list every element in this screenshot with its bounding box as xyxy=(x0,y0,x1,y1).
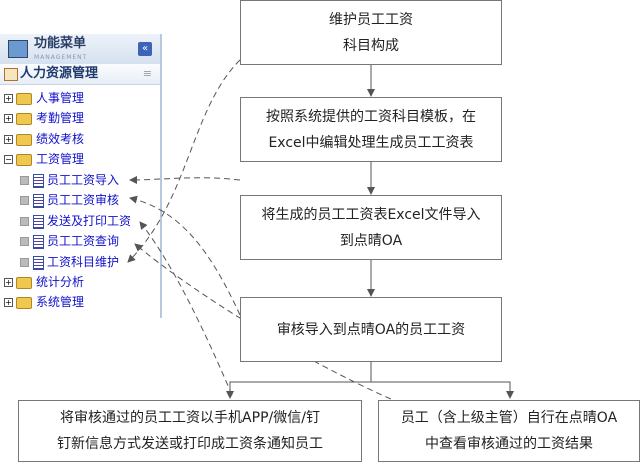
tree-item-salary-send-print[interactable]: 发送及打印工资 xyxy=(20,211,131,231)
tree-item-salary-import[interactable]: 员工工资导入 xyxy=(20,170,119,190)
expand-icon[interactable]: + xyxy=(4,298,13,307)
collapse-button[interactable]: « xyxy=(138,42,152,56)
folder-icon xyxy=(16,153,32,166)
tree-item-salary-review[interactable]: 员工工资审核 xyxy=(20,190,119,210)
section-hr-management[interactable]: 人力资源管理 ≡ xyxy=(0,64,160,85)
dashed-arrow-query xyxy=(134,243,401,404)
dashed-arrow-send xyxy=(139,221,233,396)
menu-icon xyxy=(8,40,28,58)
item-label: 绩效考核 xyxy=(36,132,85,146)
step-text: 维护员工工资 xyxy=(329,11,413,28)
tree-node-icon xyxy=(20,237,29,246)
folder-icon xyxy=(16,296,32,309)
step-text: 按照系统提供的工资科目模板，在 xyxy=(266,108,476,125)
step-text: 将生成的员工工资表Excel文件导入 xyxy=(261,206,481,223)
document-icon xyxy=(33,234,44,249)
document-icon xyxy=(33,193,44,208)
tree-item-salary-items[interactable]: 工资科目维护 xyxy=(20,252,119,272)
tree-item-attendance[interactable]: + 考勤管理 xyxy=(4,108,84,128)
step-maintain-salary-items: 维护员工工资科目构成 xyxy=(240,0,502,65)
step-text: 钉新信息方式发送或打印成工资条通知员工 xyxy=(57,436,323,452)
expand-icon[interactable]: + xyxy=(4,114,13,123)
folder-icon xyxy=(16,112,32,125)
menu-title: 功能菜单 xyxy=(34,36,87,51)
step-import-excel: 将生成的员工工资表Excel文件导入到点晴OA xyxy=(240,195,502,260)
step-send-notify: 将审核通过的员工工资以手机APP/微信/钉钉新信息方式发送或打印成工资条通知员工 xyxy=(18,400,362,462)
tree-node-icon xyxy=(20,196,29,205)
step-text: 科目构成 xyxy=(343,37,399,54)
item-label: 员工工资审核 xyxy=(47,193,120,207)
arrow-4-6 xyxy=(371,381,514,399)
folder-icon xyxy=(16,133,32,146)
step-employee-view: 员工（含上级主管）自行在点晴OA 中查看审核通过的工资结果 xyxy=(378,400,640,462)
tree-item-system[interactable]: + 系统管理 xyxy=(4,292,84,312)
tree-item-performance[interactable]: + 绩效考核 xyxy=(4,129,84,149)
tree-node-icon xyxy=(20,176,29,185)
expand-icon[interactable]: + xyxy=(4,278,13,287)
item-label: 员工工资导入 xyxy=(47,173,120,187)
item-label: 工资科目维护 xyxy=(47,255,120,269)
step-review: 审核导入到点晴OA的员工工资 xyxy=(240,297,502,362)
step-text: 将审核通过的员工工资以手机APP/微信/钉 xyxy=(60,410,320,426)
item-label: 系统管理 xyxy=(36,295,85,309)
dashed-arrow-items xyxy=(127,59,241,263)
step-text: 审核导入到点晴OA的员工工资 xyxy=(276,321,466,338)
step-text: Excel中编辑处理生成员工工资表 xyxy=(268,134,474,151)
tree-item-statistics[interactable]: + 统计分析 xyxy=(4,272,84,292)
item-label: 员工工资查询 xyxy=(47,234,120,248)
step-text: 员工（含上级主管）自行在点晴OA xyxy=(400,410,618,426)
folder-icon xyxy=(16,276,32,289)
item-label: 工资管理 xyxy=(36,152,85,166)
step-edit-excel: 按照系统提供的工资科目模板，在 Excel中编辑处理生成员工工资表 xyxy=(240,97,502,162)
document-icon xyxy=(33,214,44,229)
item-label: 考勤管理 xyxy=(36,111,85,125)
menu-header: 功能菜单 MANAGEMENT « xyxy=(0,34,160,64)
item-label: 统计分析 xyxy=(36,275,85,289)
collapse-icon[interactable]: − xyxy=(4,155,13,164)
dashed-arrow-review xyxy=(129,195,241,316)
item-label: 人事管理 xyxy=(36,91,85,105)
expand-icon[interactable]: + xyxy=(4,94,13,103)
document-icon xyxy=(33,173,44,188)
item-label: 发送及打印工资 xyxy=(47,214,132,228)
tree-node-icon xyxy=(20,217,29,226)
tree-item-personnel[interactable]: + 人事管理 xyxy=(4,88,84,108)
tree-node-icon xyxy=(20,258,29,267)
tree-item-salary-query[interactable]: 员工工资查询 xyxy=(20,231,119,251)
menu-subtitle: MANAGEMENT xyxy=(34,54,88,61)
section-label: 人力资源管理 xyxy=(20,66,99,81)
dashed-arrow-import xyxy=(129,175,241,184)
book-icon xyxy=(4,68,18,81)
tree-item-salary[interactable]: − 工资管理 xyxy=(4,149,84,169)
menu-toggle-icon[interactable]: ≡ xyxy=(142,67,152,80)
folder-icon xyxy=(16,92,32,105)
step-text: 到点晴OA xyxy=(339,232,403,249)
step-text: 中查看审核通过的工资结果 xyxy=(424,436,593,452)
expand-icon[interactable]: + xyxy=(4,135,13,144)
document-icon xyxy=(33,255,44,270)
